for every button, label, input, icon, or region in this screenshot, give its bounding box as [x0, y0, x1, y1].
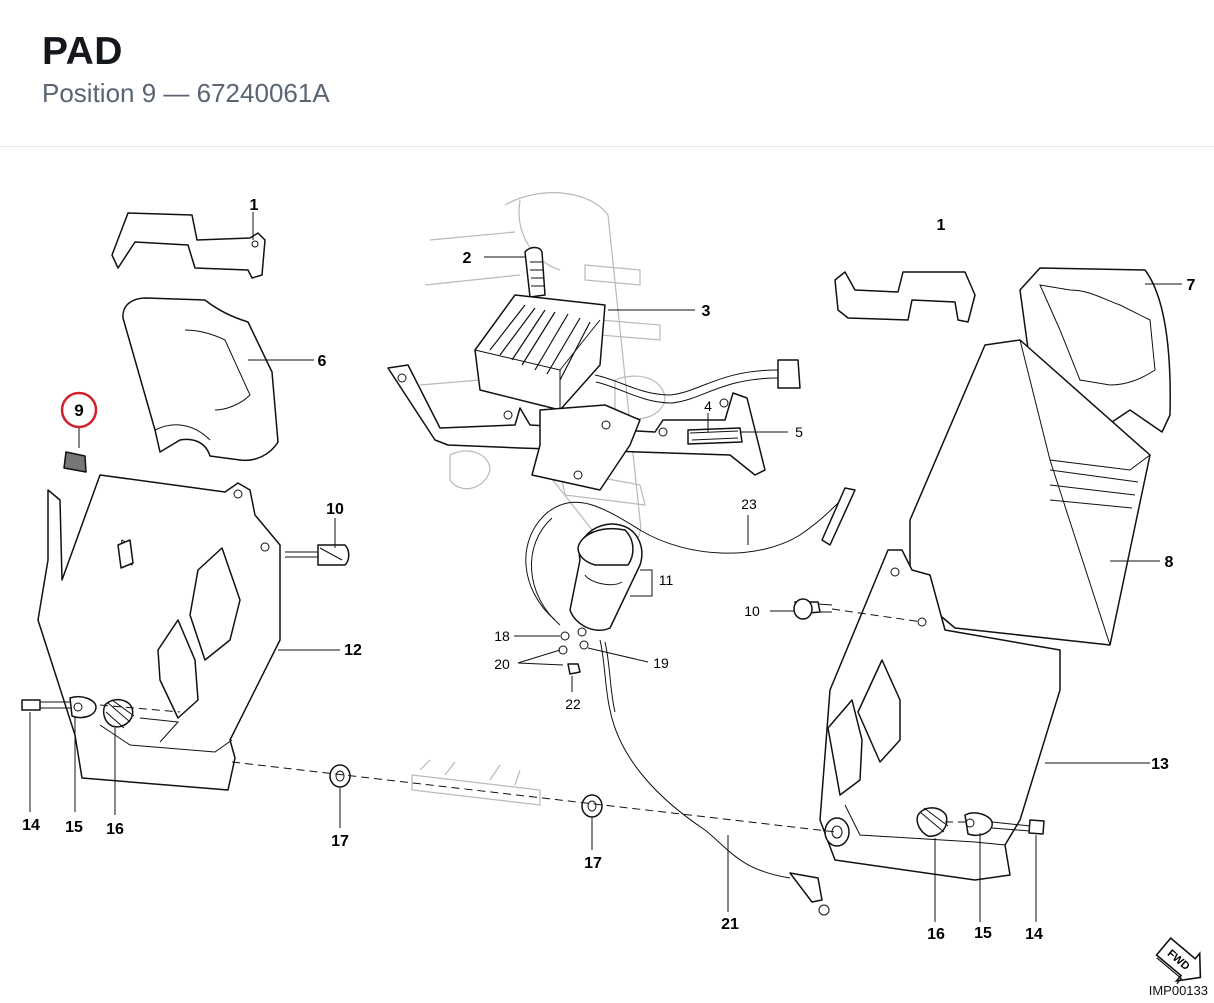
callout-15-right: 15 — [974, 925, 992, 942]
subtitle-separator: — — [156, 78, 197, 108]
hardware-left-14-15-16 — [21, 695, 135, 729]
callout-19: 19 — [653, 655, 669, 671]
callout-20: 20 — [494, 656, 510, 672]
hardware-right-14-15-16 — [793, 598, 1045, 837]
bolt-left-part10 — [285, 544, 350, 566]
callout-10-left: 10 — [326, 501, 344, 518]
bracket-right-part1 — [834, 271, 976, 323]
page-title: PAD — [42, 30, 123, 73]
callout-labels: 1 1 2 3 4 5 6 7 8 9 10 10 11 12 13 14 14… — [22, 197, 1195, 943]
page-subtitle: Position 9 — 67240061A — [42, 78, 330, 109]
leader-lines — [29, 212, 1182, 922]
callout-1-right: 1 — [937, 217, 946, 234]
highlight-ring-9 — [60, 391, 98, 429]
callout-6: 6 — [318, 353, 327, 370]
callout-2: 2 — [463, 250, 472, 267]
callout-4: 4 — [704, 398, 712, 414]
bracket-left-part1 — [111, 212, 266, 279]
battery-plate-right-part13 — [819, 549, 1061, 881]
assembly-axes — [99, 608, 968, 833]
callout-12: 12 — [344, 642, 362, 659]
callout-21: 21 — [721, 916, 739, 933]
callout-3: 3 — [702, 303, 711, 320]
callout-1-left: 1 — [250, 197, 259, 214]
callout-11: 11 — [659, 572, 674, 588]
washers-part17 — [329, 764, 603, 818]
regulator-assembly — [387, 246, 801, 491]
fwd-arrow-icon: FWD — [1155, 937, 1202, 985]
callout-16-left: 16 — [106, 821, 124, 838]
pad-part9 — [63, 451, 87, 473]
subtitle-position: Position 9 — [42, 78, 157, 108]
image-code: IMP00133 — [1148, 983, 1208, 998]
cover-left-part6 — [122, 297, 279, 462]
callout-18: 18 — [494, 628, 510, 644]
callout-8: 8 — [1165, 554, 1174, 571]
battery-part8 — [909, 339, 1151, 646]
callout-15-left: 15 — [65, 819, 83, 836]
callout-9: 9 — [74, 401, 83, 420]
callout-16-right: 16 — [927, 926, 945, 943]
subtitle-part-number: 67240061A — [196, 78, 330, 108]
callout-10-right: 10 — [744, 603, 760, 619]
callout-14-right: 14 — [1025, 926, 1043, 943]
callout-17-right: 17 — [584, 855, 602, 872]
callout-23: 23 — [741, 496, 757, 512]
callout-7: 7 — [1187, 277, 1196, 294]
page-header: PAD Position 9 — 67240061A — [0, 0, 1214, 147]
callout-22: 22 — [565, 696, 581, 712]
callout-5: 5 — [795, 424, 803, 440]
callout-13: 13 — [1151, 756, 1169, 773]
battery-plate-left-part12 — [37, 474, 281, 791]
callout-17-left: 17 — [331, 833, 349, 850]
callout-14-left: 14 — [22, 817, 40, 834]
relay-and-wiring — [525, 487, 856, 916]
